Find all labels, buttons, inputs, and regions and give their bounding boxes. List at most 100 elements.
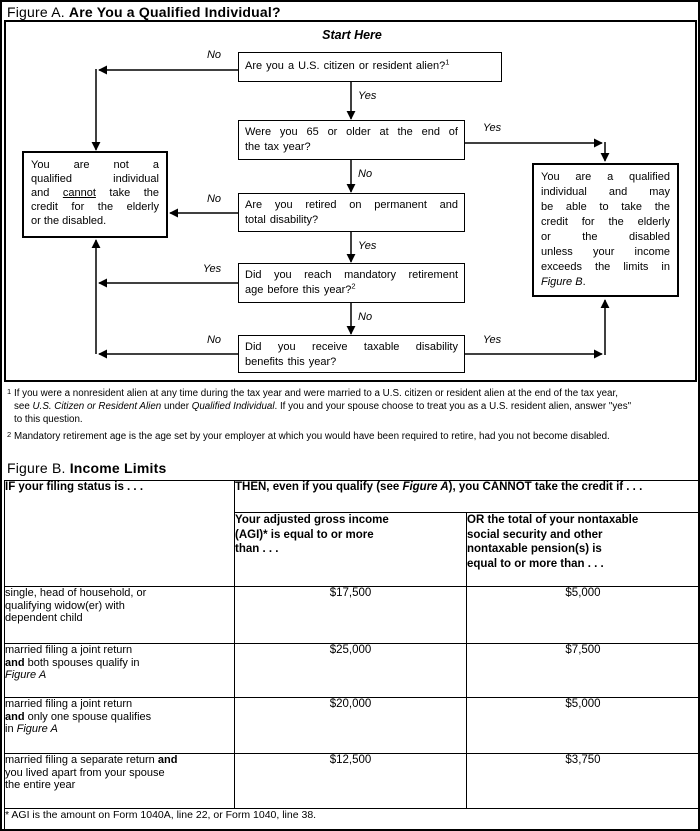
figure-b-label: Figure B. bbox=[7, 460, 66, 476]
status-joint-one: married filing a joint return and only o… bbox=[4, 697, 235, 754]
ss-header-line1: OR the total of your nontaxable bbox=[467, 514, 639, 526]
footnote-1-line1: If you were a nonresident alien at any t… bbox=[14, 388, 618, 399]
label-yes-q5: Yes bbox=[482, 334, 502, 346]
row1-line3: dependent child bbox=[5, 612, 83, 624]
question-box-age-65: Were you 65 or older at the end of the t… bbox=[238, 120, 465, 160]
result-box-not-qualified: You are not a qualified individual and c… bbox=[22, 151, 168, 238]
q1-footnote-ref: 1 bbox=[445, 57, 450, 67]
row3-line1: married filing a joint return bbox=[5, 698, 133, 711]
row2-line3: Figure A bbox=[5, 669, 234, 682]
figure-a-title: Figure A. Are You a Qualified Individual… bbox=[7, 4, 281, 20]
figure-b-title: Figure B. Income Limits bbox=[7, 460, 166, 476]
ss-header-line3: nontaxable pension(s) is bbox=[467, 543, 602, 555]
footnote-1-line2: see U.S. Citizen or Resident Alien under… bbox=[14, 400, 695, 413]
nq-line3c: take the bbox=[95, 187, 159, 199]
if-filing-status-header: IF your filing status is . . . bbox=[4, 480, 235, 587]
row3-and: and bbox=[5, 710, 25, 723]
nq-line5: or the disabled. bbox=[31, 215, 107, 227]
fn1-citizen-ref: U.S. Citizen or Resident Alien bbox=[32, 401, 162, 412]
nontaxable-column-header: OR the total of your nontaxable social s… bbox=[466, 512, 698, 587]
nq-line2: qualified individual bbox=[31, 173, 159, 185]
question-box-citizen: Are you a U.S. citizen or resident alien… bbox=[238, 52, 502, 82]
figure-b-heading: Income Limits bbox=[69, 460, 167, 476]
agi-limit-separate: $12,500 bbox=[234, 753, 467, 809]
qf-line2: individual and may bbox=[541, 186, 670, 198]
footnote-2-marker: 2 bbox=[7, 430, 12, 439]
label-no-q1: No bbox=[206, 49, 222, 61]
row2-line1: married filing a joint return bbox=[5, 644, 133, 657]
row2-line2: and both spouses qualify in bbox=[6, 656, 234, 670]
arrow-lines bbox=[91, 65, 610, 359]
footnote-2-text: Mandatory retirement age is the age set … bbox=[14, 431, 610, 442]
q2-line1: Were you 65 or older at the end of bbox=[245, 126, 458, 138]
then-figure-a-ref: Figure A bbox=[402, 481, 449, 494]
q5-line1: Did you receive taxable disability bbox=[245, 341, 458, 353]
table-header-row-1: IF your filing status is . . . THEN, eve… bbox=[4, 480, 698, 587]
qf-line4: credit for the elderly bbox=[541, 216, 670, 228]
pension-limit-joint-both: $7,500 bbox=[466, 643, 698, 698]
label-no-q2: No bbox=[358, 168, 373, 180]
nq-cannot: cannot bbox=[62, 187, 96, 199]
row4-line1: married filing a separate return and bbox=[6, 755, 234, 767]
income-limits-table: IF your filing status is . . . THEN, eve… bbox=[4, 480, 698, 829]
q1-text: Are you a U.S. citizen or resident alien… bbox=[245, 60, 446, 72]
question-box-taxable-benefits: Did you receive taxable disability benef… bbox=[238, 335, 465, 373]
q4-line2: age before this year? bbox=[245, 283, 352, 296]
question-box-mandatory-retirement: Did you reach mandatory retirement age b… bbox=[238, 263, 465, 303]
row1-line2: qualifying widow(er) with bbox=[5, 599, 125, 612]
table-header-row-2: Your adjusted gross income (AGI)* is equ… bbox=[5, 512, 698, 587]
agi-footnote: * AGI is the amount on Form 1040A, line … bbox=[4, 808, 698, 829]
fn1-l2e: . If you and your spouse choose to treat… bbox=[274, 401, 632, 412]
q2-line2: the tax year? bbox=[245, 140, 311, 153]
qf-figure-b-ref: Figure B bbox=[541, 276, 583, 288]
label-yes-q2: Yes bbox=[482, 122, 502, 134]
qf-line5: or the disabled bbox=[541, 231, 670, 243]
fn1-qualified-ref: Qualified Individual bbox=[191, 401, 275, 412]
agi-limit-joint-one: $20,000 bbox=[234, 697, 467, 754]
nq-line4: credit for the elderly bbox=[31, 201, 159, 213]
flowchart-arrows bbox=[91, 65, 610, 359]
figure-a-label: Figure A. bbox=[7, 4, 65, 20]
table-row-separate: married filing a separate return and you… bbox=[4, 753, 698, 809]
nq-line3a: and bbox=[31, 187, 63, 199]
table-row-joint-both: married filing a joint return and both s… bbox=[4, 643, 698, 698]
status-joint-both: married filing a joint return and both s… bbox=[4, 643, 235, 698]
row3-line3a: in bbox=[5, 723, 17, 735]
row1-line1: single, head of household, or bbox=[5, 587, 147, 600]
label-no-q5: No bbox=[206, 334, 222, 346]
row2-figure-a-ref: Figure A bbox=[5, 669, 47, 681]
q4-line1: Did you reach mandatory retirement bbox=[245, 269, 458, 281]
fn1-l2c: under bbox=[161, 401, 192, 412]
question-box-retired-disability: Are you retired on permanent and total d… bbox=[238, 193, 465, 232]
table-row-single: single, head of household, or qualifying… bbox=[4, 586, 698, 644]
q3-line1: Are you retired on permanent and bbox=[245, 199, 458, 211]
figure-a-flowchart: Start Here Are you a U.S. citizen or res… bbox=[4, 20, 697, 382]
qf-period: . bbox=[582, 276, 586, 288]
q4-footnote-ref: 2 bbox=[351, 280, 356, 290]
figure-a-footnote-2: 2 Mandatory retirement age is the age se… bbox=[6, 430, 695, 443]
qf-line8: Figure B. bbox=[541, 275, 670, 290]
footnote-1-marker: 1 bbox=[7, 387, 12, 396]
row3-line3: in Figure A bbox=[5, 723, 234, 736]
row2-line2b: both spouses qualify in bbox=[24, 656, 140, 669]
then-c: ), you CANNOT take the credit if . . . bbox=[448, 481, 643, 494]
footnote-1-line3: to this question. bbox=[14, 414, 83, 425]
table-footnote-row: * AGI is the amount on Form 1040A, line … bbox=[4, 808, 698, 829]
agi-column-header: Your adjusted gross income (AGI)* is equ… bbox=[234, 512, 467, 587]
then-a: THEN, even if you qualify (see bbox=[235, 481, 403, 494]
figure-a-heading: Are You a Qualified Individual? bbox=[68, 4, 281, 20]
nq-line1: You are not a bbox=[31, 159, 159, 171]
agi-header-line1: Your adjusted gross income bbox=[235, 514, 389, 526]
agi-header-line3: than . . . bbox=[235, 543, 279, 555]
status-single: single, head of household, or qualifying… bbox=[4, 586, 235, 644]
agi-limit-joint-both: $25,000 bbox=[234, 643, 467, 698]
start-here-label: Start Here bbox=[322, 28, 382, 42]
qf-line1: You are a qualified bbox=[541, 171, 670, 183]
table-row-joint-one: married filing a joint return and only o… bbox=[4, 697, 698, 754]
label-no-q4: No bbox=[358, 311, 373, 323]
status-separate: married filing a separate return and you… bbox=[4, 753, 235, 809]
q5-line2: benefits this year? bbox=[245, 355, 337, 368]
fn1-l2a: see bbox=[14, 401, 33, 412]
ss-header-line2: social security and other bbox=[467, 528, 603, 541]
